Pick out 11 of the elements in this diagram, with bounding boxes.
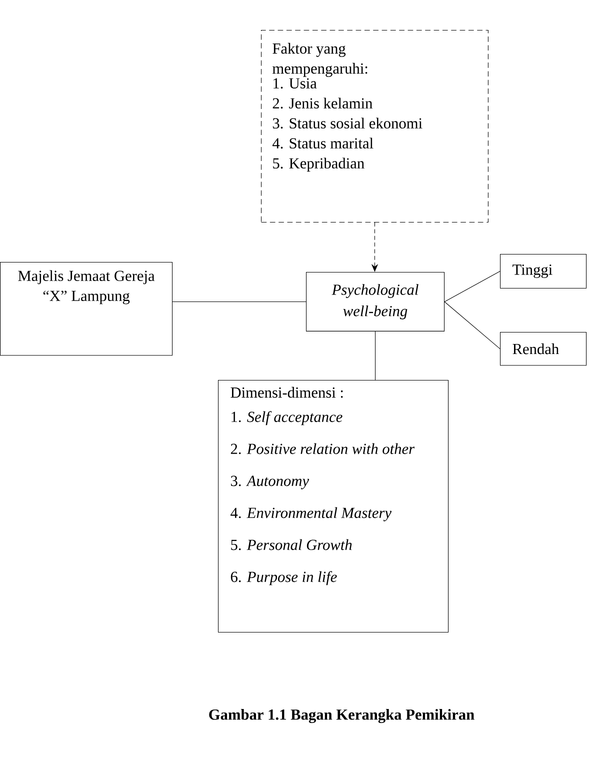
text-box: Dimensi-dimensi : 1. Self acceptance 2. Positive relation with other 3. Autonomy 4. Environmental Mastery 5. Personal Growth 6. Purpose in life	[218, 380, 449, 633]
connector	[444, 271, 500, 302]
text-box: Tinggi	[500, 254, 587, 289]
text-box: Psychological well-being	[306, 272, 445, 332]
connector	[375, 331, 376, 380]
connector	[444, 301, 500, 350]
caption: Gambar 1.1 Bagan Kerangka Pemikiran	[209, 708, 474, 724]
text-box: Faktor yang mempengaruhi: 1. Usia 2. Jenis kelamin 3. Status sosial ekonomi 4. Status marital 5. Kepribadian	[261, 30, 488, 223]
connector	[172, 301, 306, 302]
text-box: Rendah	[500, 332, 587, 366]
text-box: Majelis Jemaat Gereja “X” Lampung	[0, 262, 173, 356]
